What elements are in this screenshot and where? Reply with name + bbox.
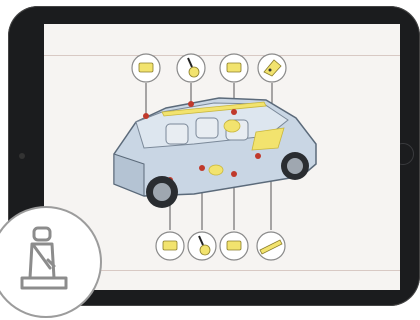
airbag-system-diagram: [113, 53, 317, 261]
callout-bottom-4[interactable]: [256, 231, 286, 261]
callout-top-3[interactable]: [219, 53, 249, 83]
bottom-divider: [44, 270, 400, 271]
callout-bottom-3[interactable]: [219, 231, 249, 261]
callout-top-1[interactable]: [131, 53, 161, 83]
callout-top-2[interactable]: [176, 53, 206, 83]
tablet-frame: [8, 6, 420, 306]
car-seat-icon: [20, 226, 68, 290]
screen: [44, 24, 400, 290]
camera-dot: [19, 153, 25, 159]
car-illustration: [113, 97, 317, 208]
seat-badge: [0, 206, 102, 318]
callout-bottom-2[interactable]: [187, 231, 217, 261]
top-divider: [44, 55, 400, 56]
callout-top-4[interactable]: [257, 53, 287, 83]
callout-bottom-1[interactable]: [155, 231, 185, 261]
